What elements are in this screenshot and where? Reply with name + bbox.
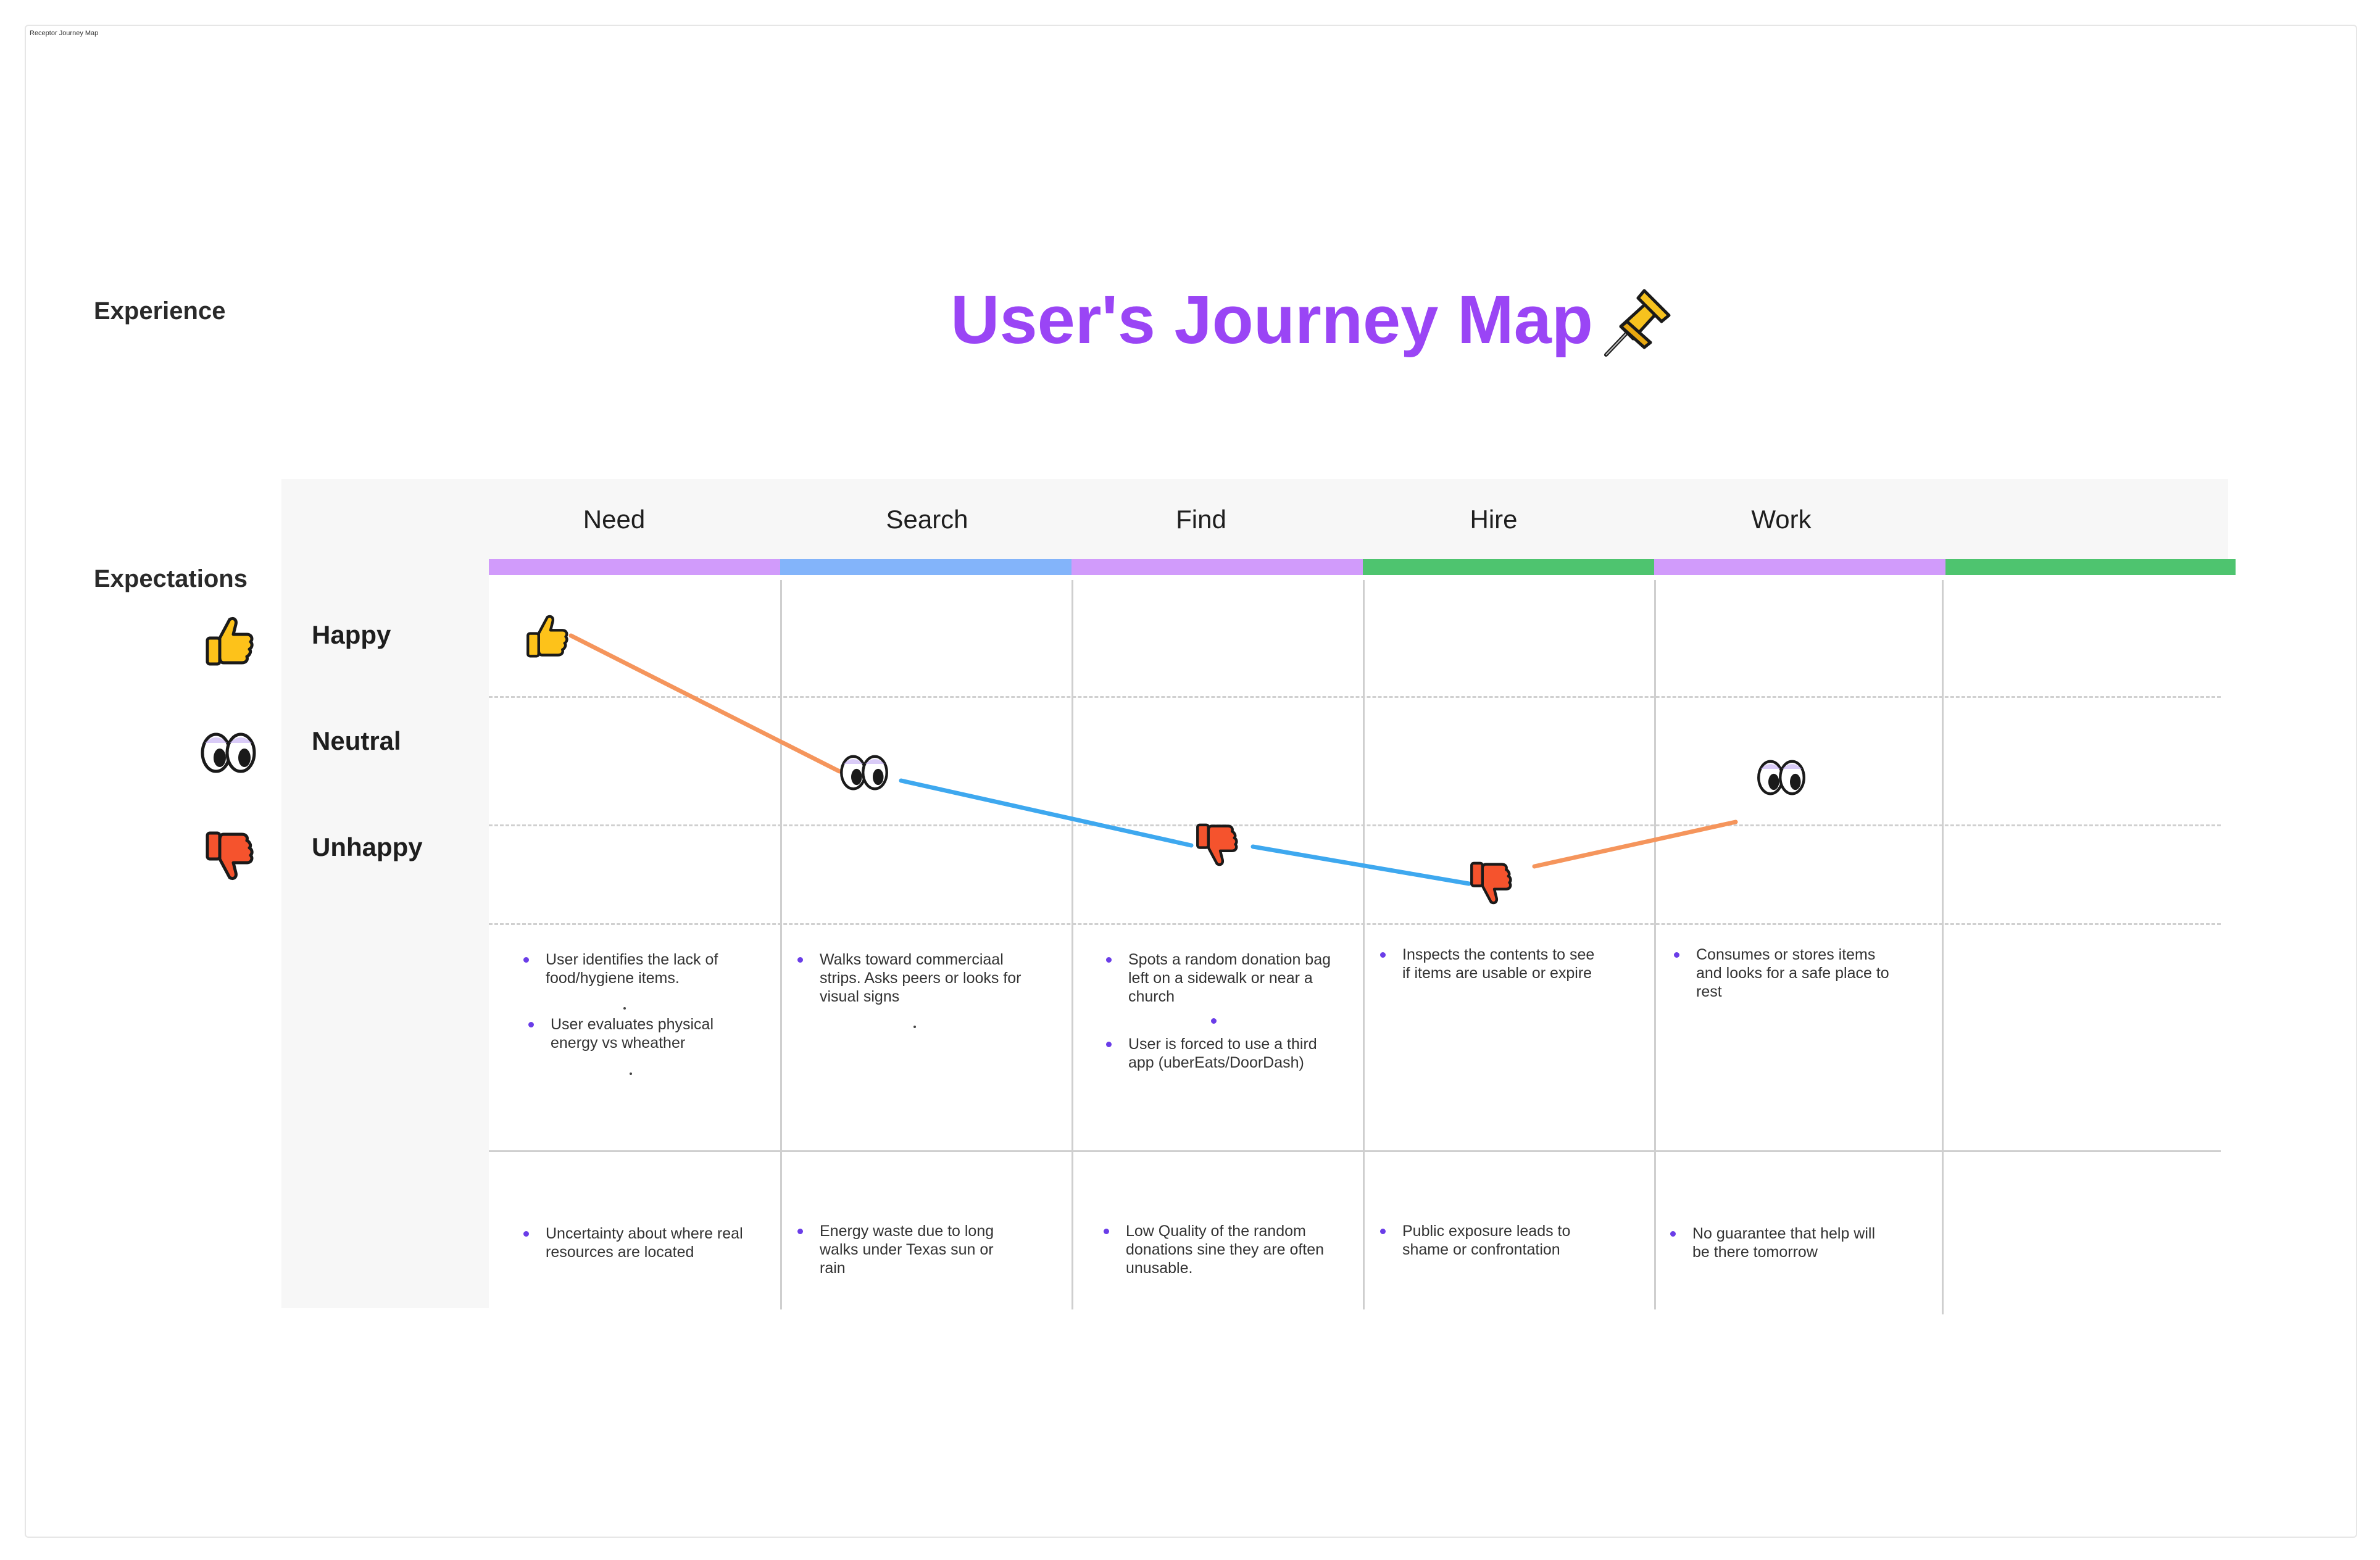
stage-header-panel <box>489 479 2228 559</box>
note-text: Energy waste due to long walks under Tex… <box>820 1222 994 1277</box>
column-divider <box>780 580 782 1309</box>
pain-point-note: Energy waste due to long walks under Tex… <box>797 1222 1023 1277</box>
stage-bar-extra <box>1945 559 2236 575</box>
action-note: Walks toward commerciaal strips. Asks pe… <box>797 950 1023 1006</box>
row-label-unhappy: Unhappy <box>312 832 423 861</box>
stage-label-work: Work <box>1751 505 1812 534</box>
note-text: No guarantee that help will be there tom… <box>1692 1225 1876 1261</box>
bullet-dot <box>797 957 803 963</box>
note-text: User is forced to use a third app (uberE… <box>1128 1035 1317 1071</box>
eyes-icon <box>201 732 256 773</box>
note-text: User identifies the lack of food/hygiene… <box>546 951 718 987</box>
section-label-expectations: Expectations <box>94 565 248 592</box>
thumbs-up-icon <box>206 616 254 666</box>
note-text: User evaluates physical energy vs wheath… <box>551 1016 714 1052</box>
pushpin-icon <box>1604 289 1671 357</box>
action-note: Consumes or stores items and looks for a… <box>1674 945 1900 1001</box>
pain-point-note: Uncertainty about where real resources a… <box>523 1224 749 1261</box>
pain-point-note: No guarantee that help will be there tom… <box>1670 1224 1896 1261</box>
bullet-dot <box>1106 1042 1112 1047</box>
divider-emotions-actions <box>489 923 2221 925</box>
row-label-neutral: Neutral <box>312 726 401 755</box>
note-text: Consumes or stores items and looks for a… <box>1696 946 1889 1000</box>
row-header-panel <box>281 479 489 1308</box>
empty-bullet-dot <box>1211 1018 1217 1024</box>
bullet-dot <box>1106 957 1112 963</box>
stray-dot <box>913 1026 916 1028</box>
pain-point-note: Public exposure leads to shame or confro… <box>1380 1222 1606 1259</box>
stage-bar-work <box>1654 559 1945 575</box>
bullet-dot <box>1104 1229 1109 1234</box>
frame-label: Receptor Journey Map <box>30 30 99 37</box>
stage-label-hire: Hire <box>1470 505 1518 534</box>
action-note: Spots a random donation bag left on a si… <box>1106 950 1332 1006</box>
action-note: User identifies the lack of food/hygiene… <box>523 950 749 987</box>
bullet-dot <box>1670 1231 1676 1237</box>
stage-label-search: Search <box>886 505 968 534</box>
action-note: Inspects the contents to see if items ar… <box>1380 945 1606 982</box>
thumbs-down-icon <box>206 831 254 881</box>
stray-dot <box>623 1007 626 1010</box>
stage-bar-find <box>1071 559 1363 575</box>
pain-point-note: Low Quality of the random donations sine… <box>1104 1222 1329 1277</box>
note-text: Uncertainty about where real resources a… <box>546 1225 743 1261</box>
stage-label-need: Need <box>583 505 646 534</box>
divider-happy-neutral <box>489 696 2221 698</box>
bullet-dot <box>1380 952 1386 958</box>
column-divider <box>1363 580 1365 1309</box>
divider-actions-painpoints <box>489 1150 2221 1152</box>
action-note: User is forced to use a third app (uberE… <box>1106 1035 1332 1072</box>
divider-neutral-unhappy <box>489 824 2221 826</box>
action-note: User evaluates physical energy vs wheath… <box>528 1015 754 1052</box>
column-divider <box>1942 580 1944 1314</box>
note-text: Public exposure leads to shame or confro… <box>1402 1222 1571 1258</box>
note-text: Inspects the contents to see if items ar… <box>1402 946 1595 982</box>
stray-dot <box>630 1072 632 1075</box>
stage-bar-search <box>780 559 1071 575</box>
bullet-dot <box>1380 1229 1386 1234</box>
stage-bar-need <box>489 559 780 575</box>
bullet-dot <box>523 957 529 963</box>
bullet-dot <box>528 1022 534 1027</box>
column-divider <box>1654 580 1656 1309</box>
note-text: Walks toward commerciaal strips. Asks pe… <box>820 951 1021 1005</box>
row-label-happy: Happy <box>312 620 391 649</box>
stage-bar-hire <box>1363 559 1654 575</box>
bullet-dot <box>1674 952 1679 958</box>
page-title: User's Journey Map <box>951 282 1593 358</box>
note-text: Spots a random donation bag left on a si… <box>1128 951 1331 1005</box>
column-divider <box>1071 580 1073 1309</box>
note-text: Low Quality of the random donations sine… <box>1126 1222 1325 1277</box>
bullet-dot <box>523 1231 529 1237</box>
section-label-experience: Experience <box>94 297 226 325</box>
bullet-dot <box>797 1229 803 1234</box>
stage-label-find: Find <box>1176 505 1226 534</box>
